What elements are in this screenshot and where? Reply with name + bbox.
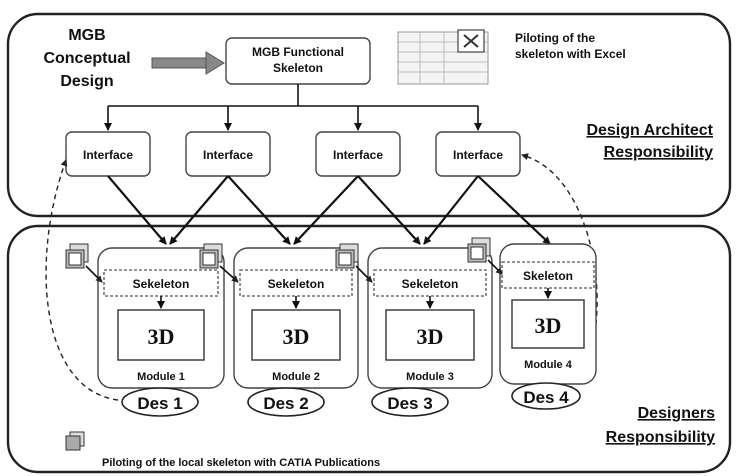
icon-link-4: [487, 259, 503, 275]
module-3d-label: 3D: [417, 324, 444, 349]
interface-label: Interface: [203, 148, 253, 162]
catia-part-icon: [335, 243, 359, 269]
interface-1: Interface: [65, 131, 151, 177]
designer-label: Des 3: [387, 394, 432, 413]
interface-module-connections: [107, 175, 551, 245]
module-3d-label: 3D: [283, 324, 310, 349]
icon-link-1: [85, 265, 103, 283]
module-skeleton-label: Sekeleton: [268, 277, 325, 291]
icon-link-3: [355, 265, 373, 283]
module-skeleton-label: Skeleton: [523, 269, 573, 283]
module-skeleton-label: Sekeleton: [402, 277, 459, 291]
concept-line1: MGB: [68, 27, 105, 44]
module-3d-label: 3D: [148, 324, 175, 349]
module-skeleton-label: Sekeleton: [133, 277, 190, 291]
catia-part-icon: [467, 237, 491, 263]
module-3: Sekeleton 3D Module 3 Des 3: [367, 247, 493, 417]
excel-line2: skeleton with Excel: [515, 47, 626, 61]
footer-caption: Piloting of the local skeleton with CATI…: [102, 457, 380, 469]
designers-role-line2: Responsibility: [606, 429, 715, 446]
skeleton-distribution-lines: [104, 84, 482, 131]
icon-link-2: [219, 265, 239, 283]
interface-3: Interface: [315, 131, 401, 177]
excel-sheet-icon: [397, 29, 489, 85]
module-3d-label: 3D: [535, 313, 562, 338]
catia-part-icon: [65, 243, 89, 269]
interface-label: Interface: [453, 148, 503, 162]
interface-4: Interface: [435, 131, 521, 177]
catia-publication-icon: [65, 431, 85, 451]
designer-label: Des 4: [523, 388, 569, 407]
interface-label: Interface: [333, 148, 383, 162]
skeleton-line1: MGB Functional: [252, 45, 344, 59]
module-name: Module 2: [272, 371, 320, 383]
module-4: Skeleton 3D Module 4 Des 4: [499, 243, 597, 410]
excel-line1: Piloting of the: [515, 31, 595, 45]
module-name: Module 1: [137, 371, 185, 383]
concept-line2: Conceptual: [43, 50, 130, 67]
module-2: Sekeleton 3D Module 2 Des 2: [233, 247, 359, 417]
interface-2: Interface: [185, 131, 271, 177]
designers-role-line1: Designers: [638, 405, 715, 422]
designer-label: Des 2: [263, 394, 308, 413]
module-name: Module 4: [524, 359, 573, 371]
designer-label: Des 1: [137, 394, 182, 413]
catia-part-icon: [199, 243, 223, 269]
module-1: Sekeleton 3D Module 1 Des 1: [97, 247, 225, 417]
interface-label: Interface: [83, 148, 133, 162]
feedback-loop-des1: [45, 159, 119, 401]
architect-role-line1: Design Architect: [586, 122, 713, 139]
module-name: Module 3: [406, 371, 454, 383]
skeleton-line2: Skeleton: [273, 61, 323, 75]
concept-line3: Design: [60, 73, 113, 90]
conceptual-to-skeleton-arrow: [151, 51, 225, 75]
architect-role-line2: Responsibility: [604, 144, 713, 161]
